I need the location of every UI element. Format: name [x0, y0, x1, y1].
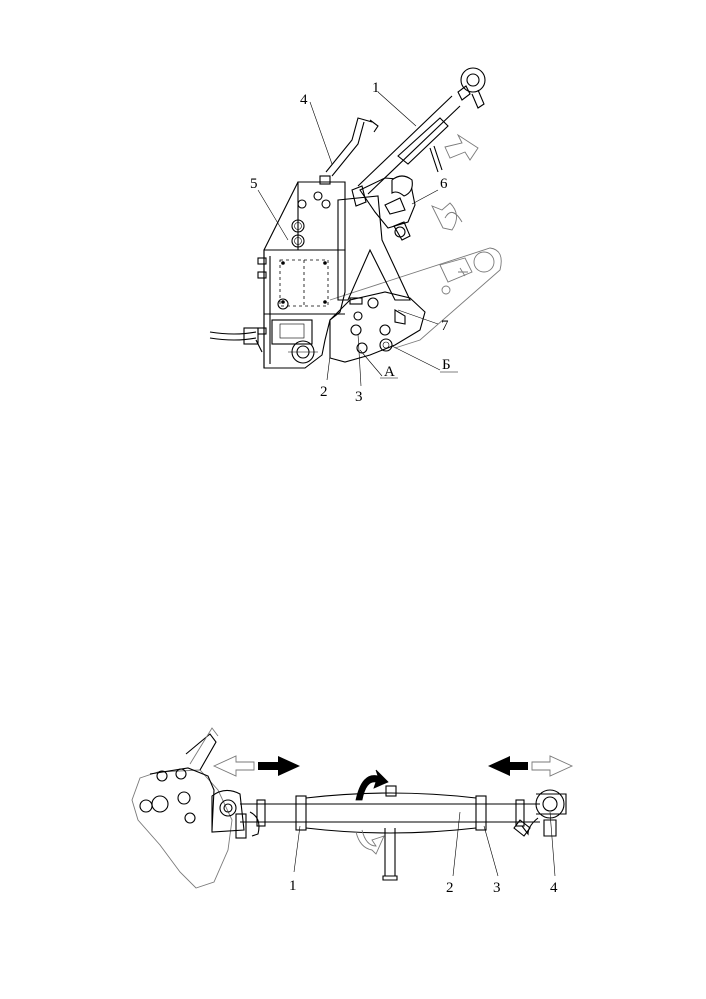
callout-3-bottom: 3	[493, 880, 501, 896]
motion-arrows-top	[431, 133, 479, 231]
callout-7-top: 7	[441, 318, 449, 334]
callout-a-top: А	[384, 364, 395, 380]
callout-1-top: 1	[372, 80, 380, 96]
motion-arrows-bottom	[212, 755, 574, 777]
right-eye-end	[513, 789, 567, 837]
leaders-top	[257, 91, 458, 387]
bottom-figure: 1 2 3 4	[131, 727, 574, 896]
callout-2-top: 2	[320, 384, 328, 400]
callout-6-top: 6	[440, 176, 448, 192]
left-bracket	[131, 727, 260, 889]
side-plate	[329, 291, 426, 363]
callout-1-bottom: 1	[289, 878, 297, 894]
callout-4-top: 4	[300, 92, 308, 108]
callout-2-bottom: 2	[446, 880, 454, 896]
lever	[319, 117, 379, 185]
ghost-lower-link	[329, 247, 502, 349]
leaders-bottom	[293, 811, 556, 877]
frame-body	[257, 181, 346, 369]
top-figure: 1 4 5 6 2 3 7 А Б	[209, 67, 502, 405]
callout-b-top: Б	[442, 357, 451, 373]
callout-4-bottom: 4	[550, 880, 558, 896]
hook-arm	[337, 175, 416, 305]
hose	[209, 327, 263, 353]
turnbuckle-rod	[240, 769, 540, 881]
callout-5-top: 5	[250, 176, 258, 192]
top-link	[357, 67, 486, 195]
callout-3-top: 3	[355, 389, 363, 405]
